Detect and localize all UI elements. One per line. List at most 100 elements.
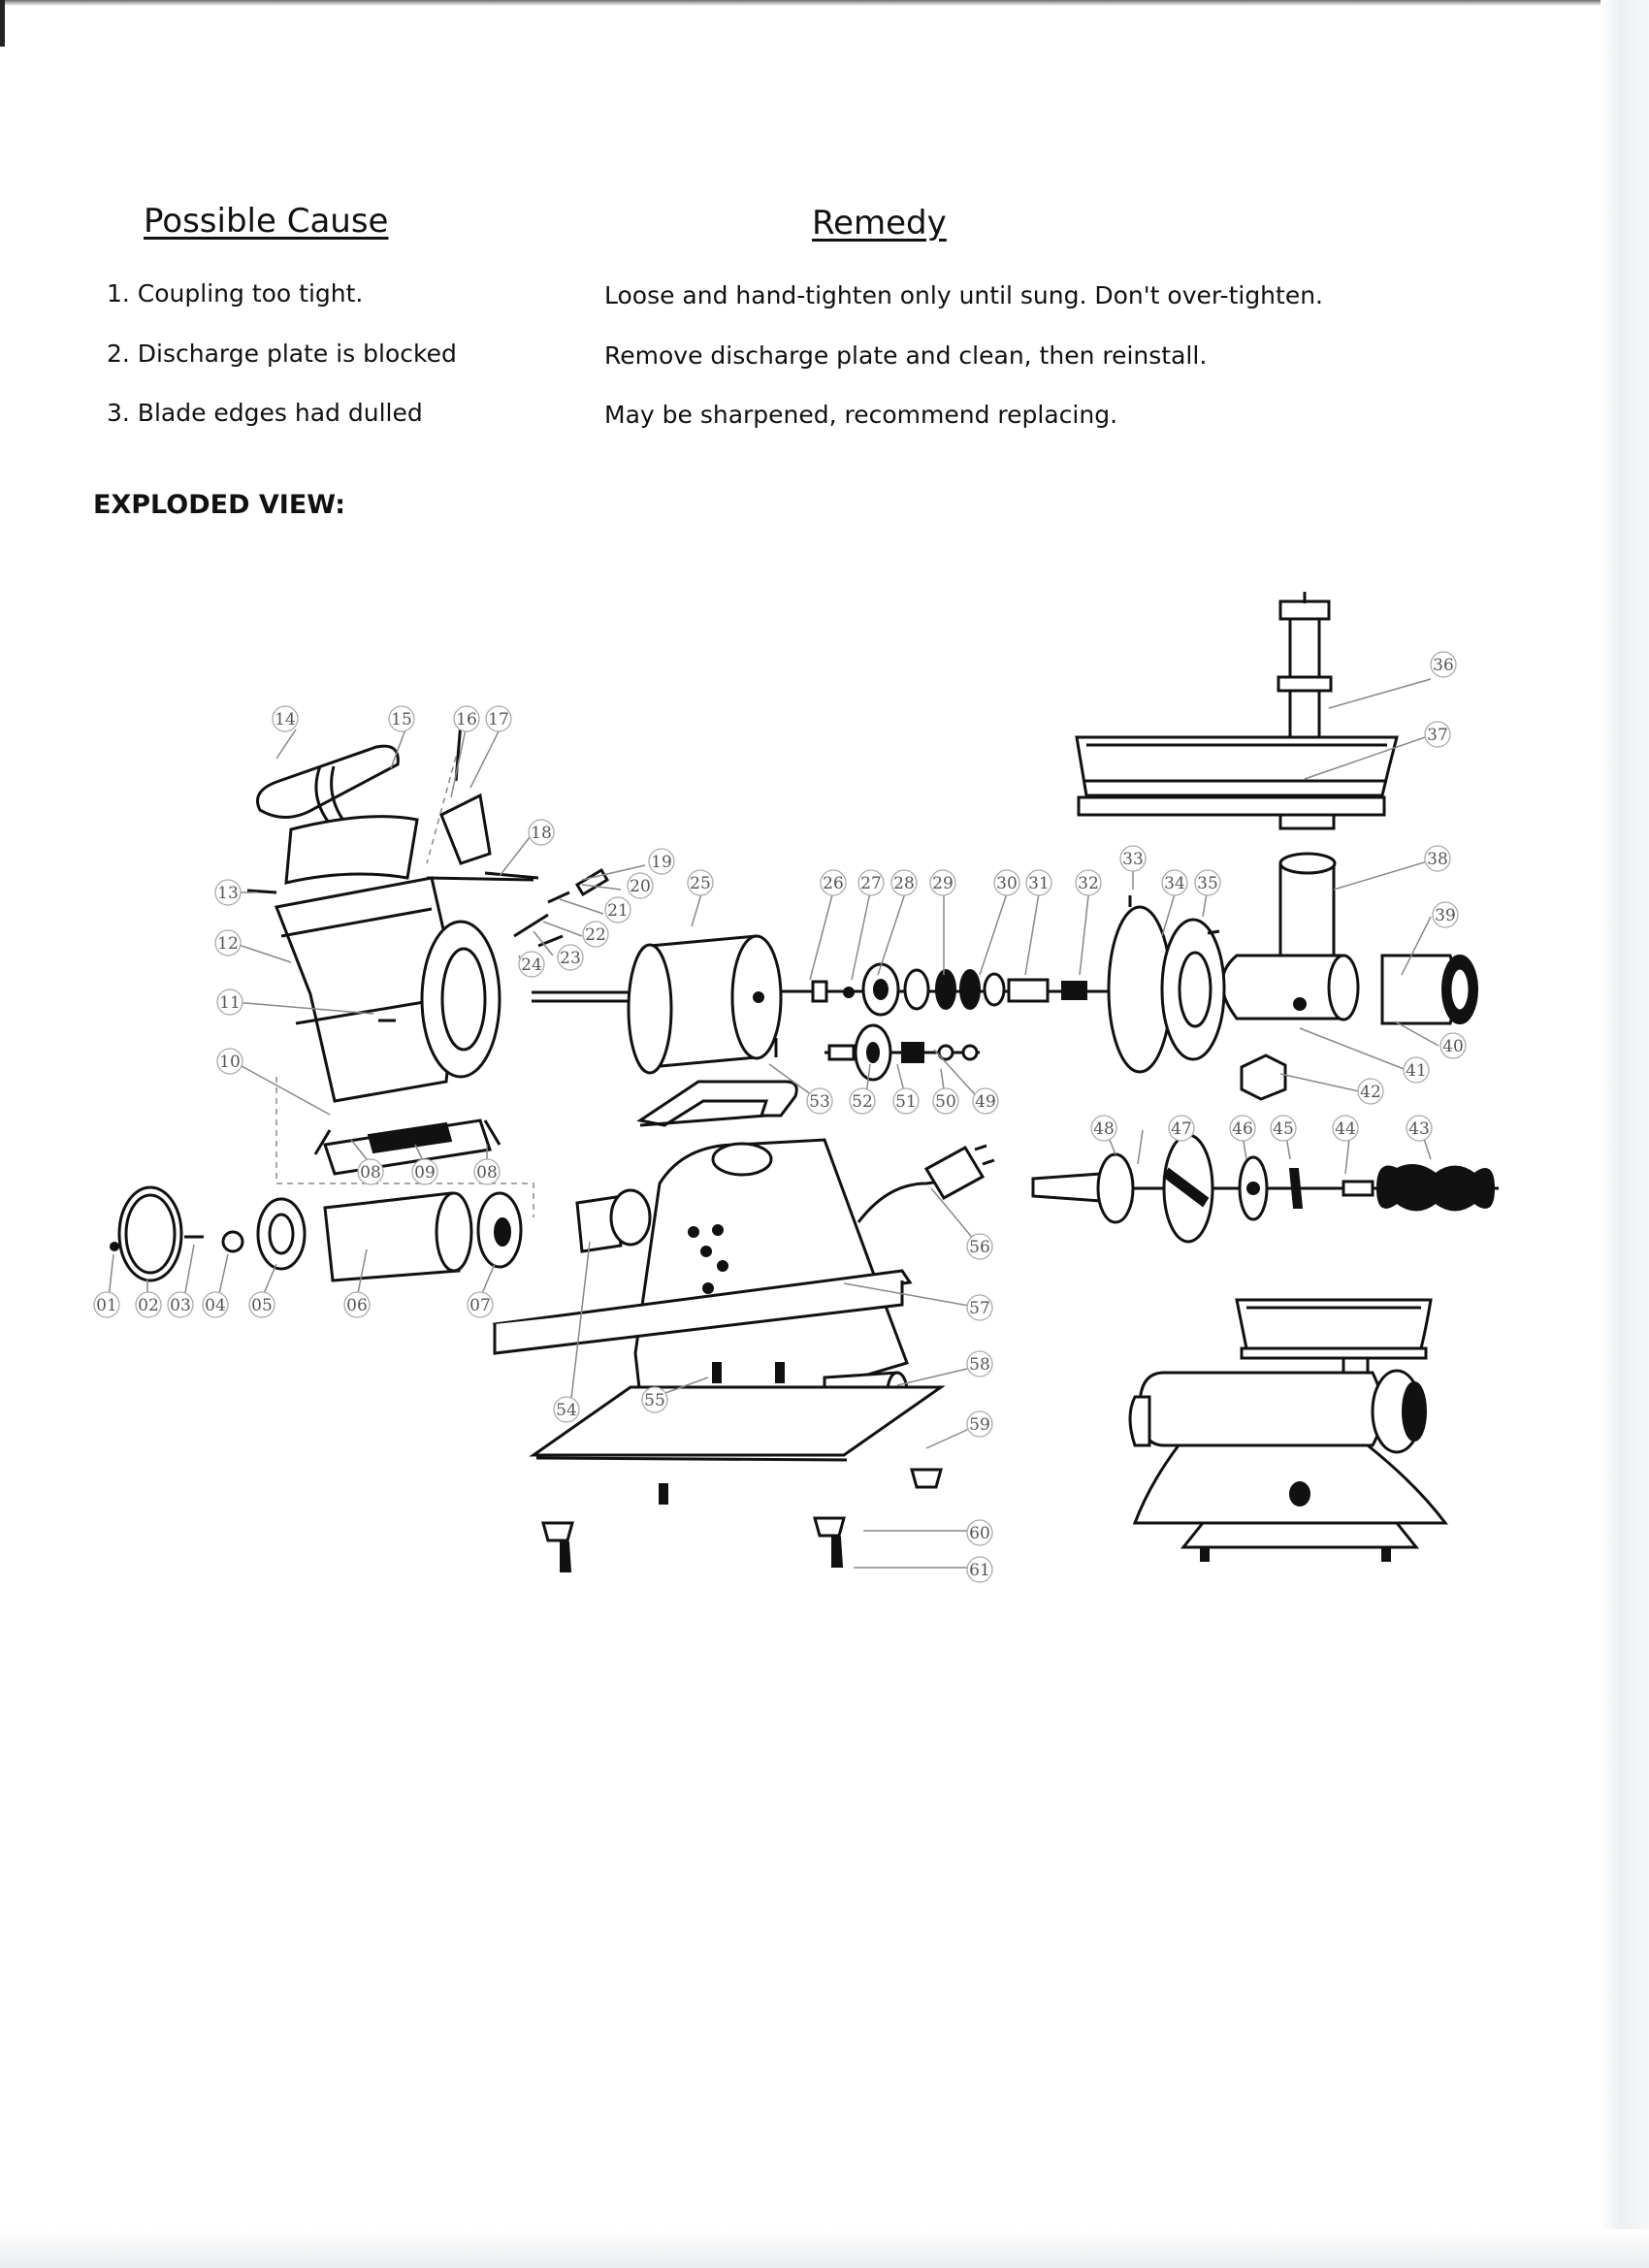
part-label-29: 29 <box>929 869 956 896</box>
svg-text:26: 26 <box>823 874 844 893</box>
part-label-39: 39 <box>1432 901 1459 928</box>
svg-text:08: 08 <box>360 1163 381 1183</box>
part-label-56: 56 <box>966 1233 993 1260</box>
part-label-33: 33 <box>1119 845 1147 872</box>
svg-text:60: 60 <box>969 1524 990 1543</box>
part-label-15: 15 <box>388 705 415 732</box>
svg-text:08: 08 <box>476 1163 498 1183</box>
part-label-58: 58 <box>966 1350 993 1377</box>
part-label-18: 18 <box>528 819 555 846</box>
svg-text:40: 40 <box>1442 1037 1464 1056</box>
part-label-05: 05 <box>248 1291 275 1318</box>
part-label-34: 34 <box>1161 869 1188 896</box>
part-label-36: 36 <box>1430 651 1457 678</box>
svg-text:28: 28 <box>893 874 915 893</box>
svg-text:13: 13 <box>217 884 239 903</box>
svg-text:15: 15 <box>391 710 412 729</box>
svg-text:57: 57 <box>969 1299 990 1318</box>
scan-edge-bottom <box>0 2229 1649 2268</box>
svg-text:31: 31 <box>1028 874 1050 893</box>
svg-text:59: 59 <box>969 1415 990 1435</box>
svg-text:17: 17 <box>488 710 509 729</box>
remedy-header: Remedy <box>812 204 947 243</box>
svg-text:61: 61 <box>969 1561 990 1580</box>
svg-text:03: 03 <box>170 1296 191 1315</box>
part-label-37: 37 <box>1424 721 1451 748</box>
svg-text:50: 50 <box>935 1092 956 1112</box>
part-label-47: 47 <box>1168 1115 1195 1142</box>
svg-text:24: 24 <box>521 956 542 975</box>
part-label-14: 14 <box>272 705 299 732</box>
svg-text:39: 39 <box>1435 906 1456 925</box>
part-label-31: 31 <box>1025 869 1052 896</box>
svg-text:48: 48 <box>1093 1119 1115 1139</box>
part-label-45: 45 <box>1270 1115 1297 1142</box>
scan-edge-top <box>0 0 1649 6</box>
part-label-02: 02 <box>135 1291 162 1318</box>
svg-text:47: 47 <box>1171 1119 1192 1139</box>
part-label-55: 55 <box>641 1386 668 1413</box>
svg-text:21: 21 <box>607 901 629 921</box>
part-label-07: 07 <box>467 1291 494 1318</box>
svg-text:38: 38 <box>1427 850 1448 869</box>
svg-text:12: 12 <box>217 934 239 954</box>
part-label-17: 17 <box>485 705 512 732</box>
cause-2: 2. Discharge plate is blocked <box>107 340 457 368</box>
svg-text:49: 49 <box>975 1092 996 1112</box>
svg-text:52: 52 <box>852 1092 873 1112</box>
part-label-41: 41 <box>1403 1056 1430 1084</box>
part-label-10: 10 <box>216 1048 243 1075</box>
part-label-04: 04 <box>202 1291 229 1318</box>
part-label-26: 26 <box>820 869 847 896</box>
part-label-32: 32 <box>1075 869 1102 896</box>
part-label-08: 08 <box>473 1158 501 1185</box>
part-label-46: 46 <box>1229 1115 1256 1142</box>
svg-text:33: 33 <box>1122 850 1144 869</box>
part-label-28: 28 <box>890 869 918 896</box>
part-label-54: 54 <box>553 1396 580 1423</box>
svg-text:46: 46 <box>1232 1119 1253 1139</box>
svg-text:20: 20 <box>630 877 651 896</box>
svg-text:55: 55 <box>644 1391 665 1410</box>
part-label-48: 48 <box>1090 1115 1117 1142</box>
remedy-1: Loose and hand-tighten only until sung. … <box>604 281 1324 309</box>
svg-text:30: 30 <box>996 874 1018 893</box>
part-label-57: 57 <box>966 1294 993 1321</box>
part-label-12: 12 <box>214 929 242 956</box>
svg-text:56: 56 <box>969 1238 990 1257</box>
part-label-38: 38 <box>1424 845 1451 872</box>
part-label-40: 40 <box>1439 1032 1467 1059</box>
svg-text:18: 18 <box>531 824 552 843</box>
part-label-09: 09 <box>411 1158 438 1185</box>
exploded-view-diagram: 0102030405060708080910111213141516171819… <box>93 592 1499 1583</box>
part-label-25: 25 <box>687 869 714 896</box>
part-label-50: 50 <box>932 1087 959 1115</box>
part-label-42: 42 <box>1357 1078 1384 1105</box>
svg-text:51: 51 <box>895 1092 917 1112</box>
part-label-51: 51 <box>892 1087 920 1115</box>
svg-text:42: 42 <box>1360 1083 1381 1102</box>
svg-text:11: 11 <box>219 993 241 1013</box>
svg-text:45: 45 <box>1273 1119 1294 1139</box>
svg-text:29: 29 <box>932 874 954 893</box>
cause-1: 1. Coupling too tight. <box>107 279 364 308</box>
part-label-20: 20 <box>627 872 654 899</box>
part-label-08: 08 <box>357 1158 384 1185</box>
svg-text:44: 44 <box>1335 1119 1356 1139</box>
scan-edge-left <box>0 0 5 47</box>
part-label-60: 60 <box>966 1519 993 1546</box>
part-label-30: 30 <box>993 869 1020 896</box>
svg-text:23: 23 <box>560 949 581 968</box>
part-label-24: 24 <box>518 951 545 978</box>
svg-text:54: 54 <box>556 1401 577 1420</box>
part-label-53: 53 <box>806 1087 833 1115</box>
part-label-43: 43 <box>1406 1115 1433 1142</box>
svg-text:27: 27 <box>860 874 882 893</box>
svg-text:05: 05 <box>251 1296 273 1315</box>
part-label-27: 27 <box>857 869 885 896</box>
part-label-13: 13 <box>214 879 242 906</box>
scan-edge-right <box>1600 0 1649 2268</box>
svg-text:35: 35 <box>1197 874 1218 893</box>
svg-text:16: 16 <box>456 710 477 729</box>
